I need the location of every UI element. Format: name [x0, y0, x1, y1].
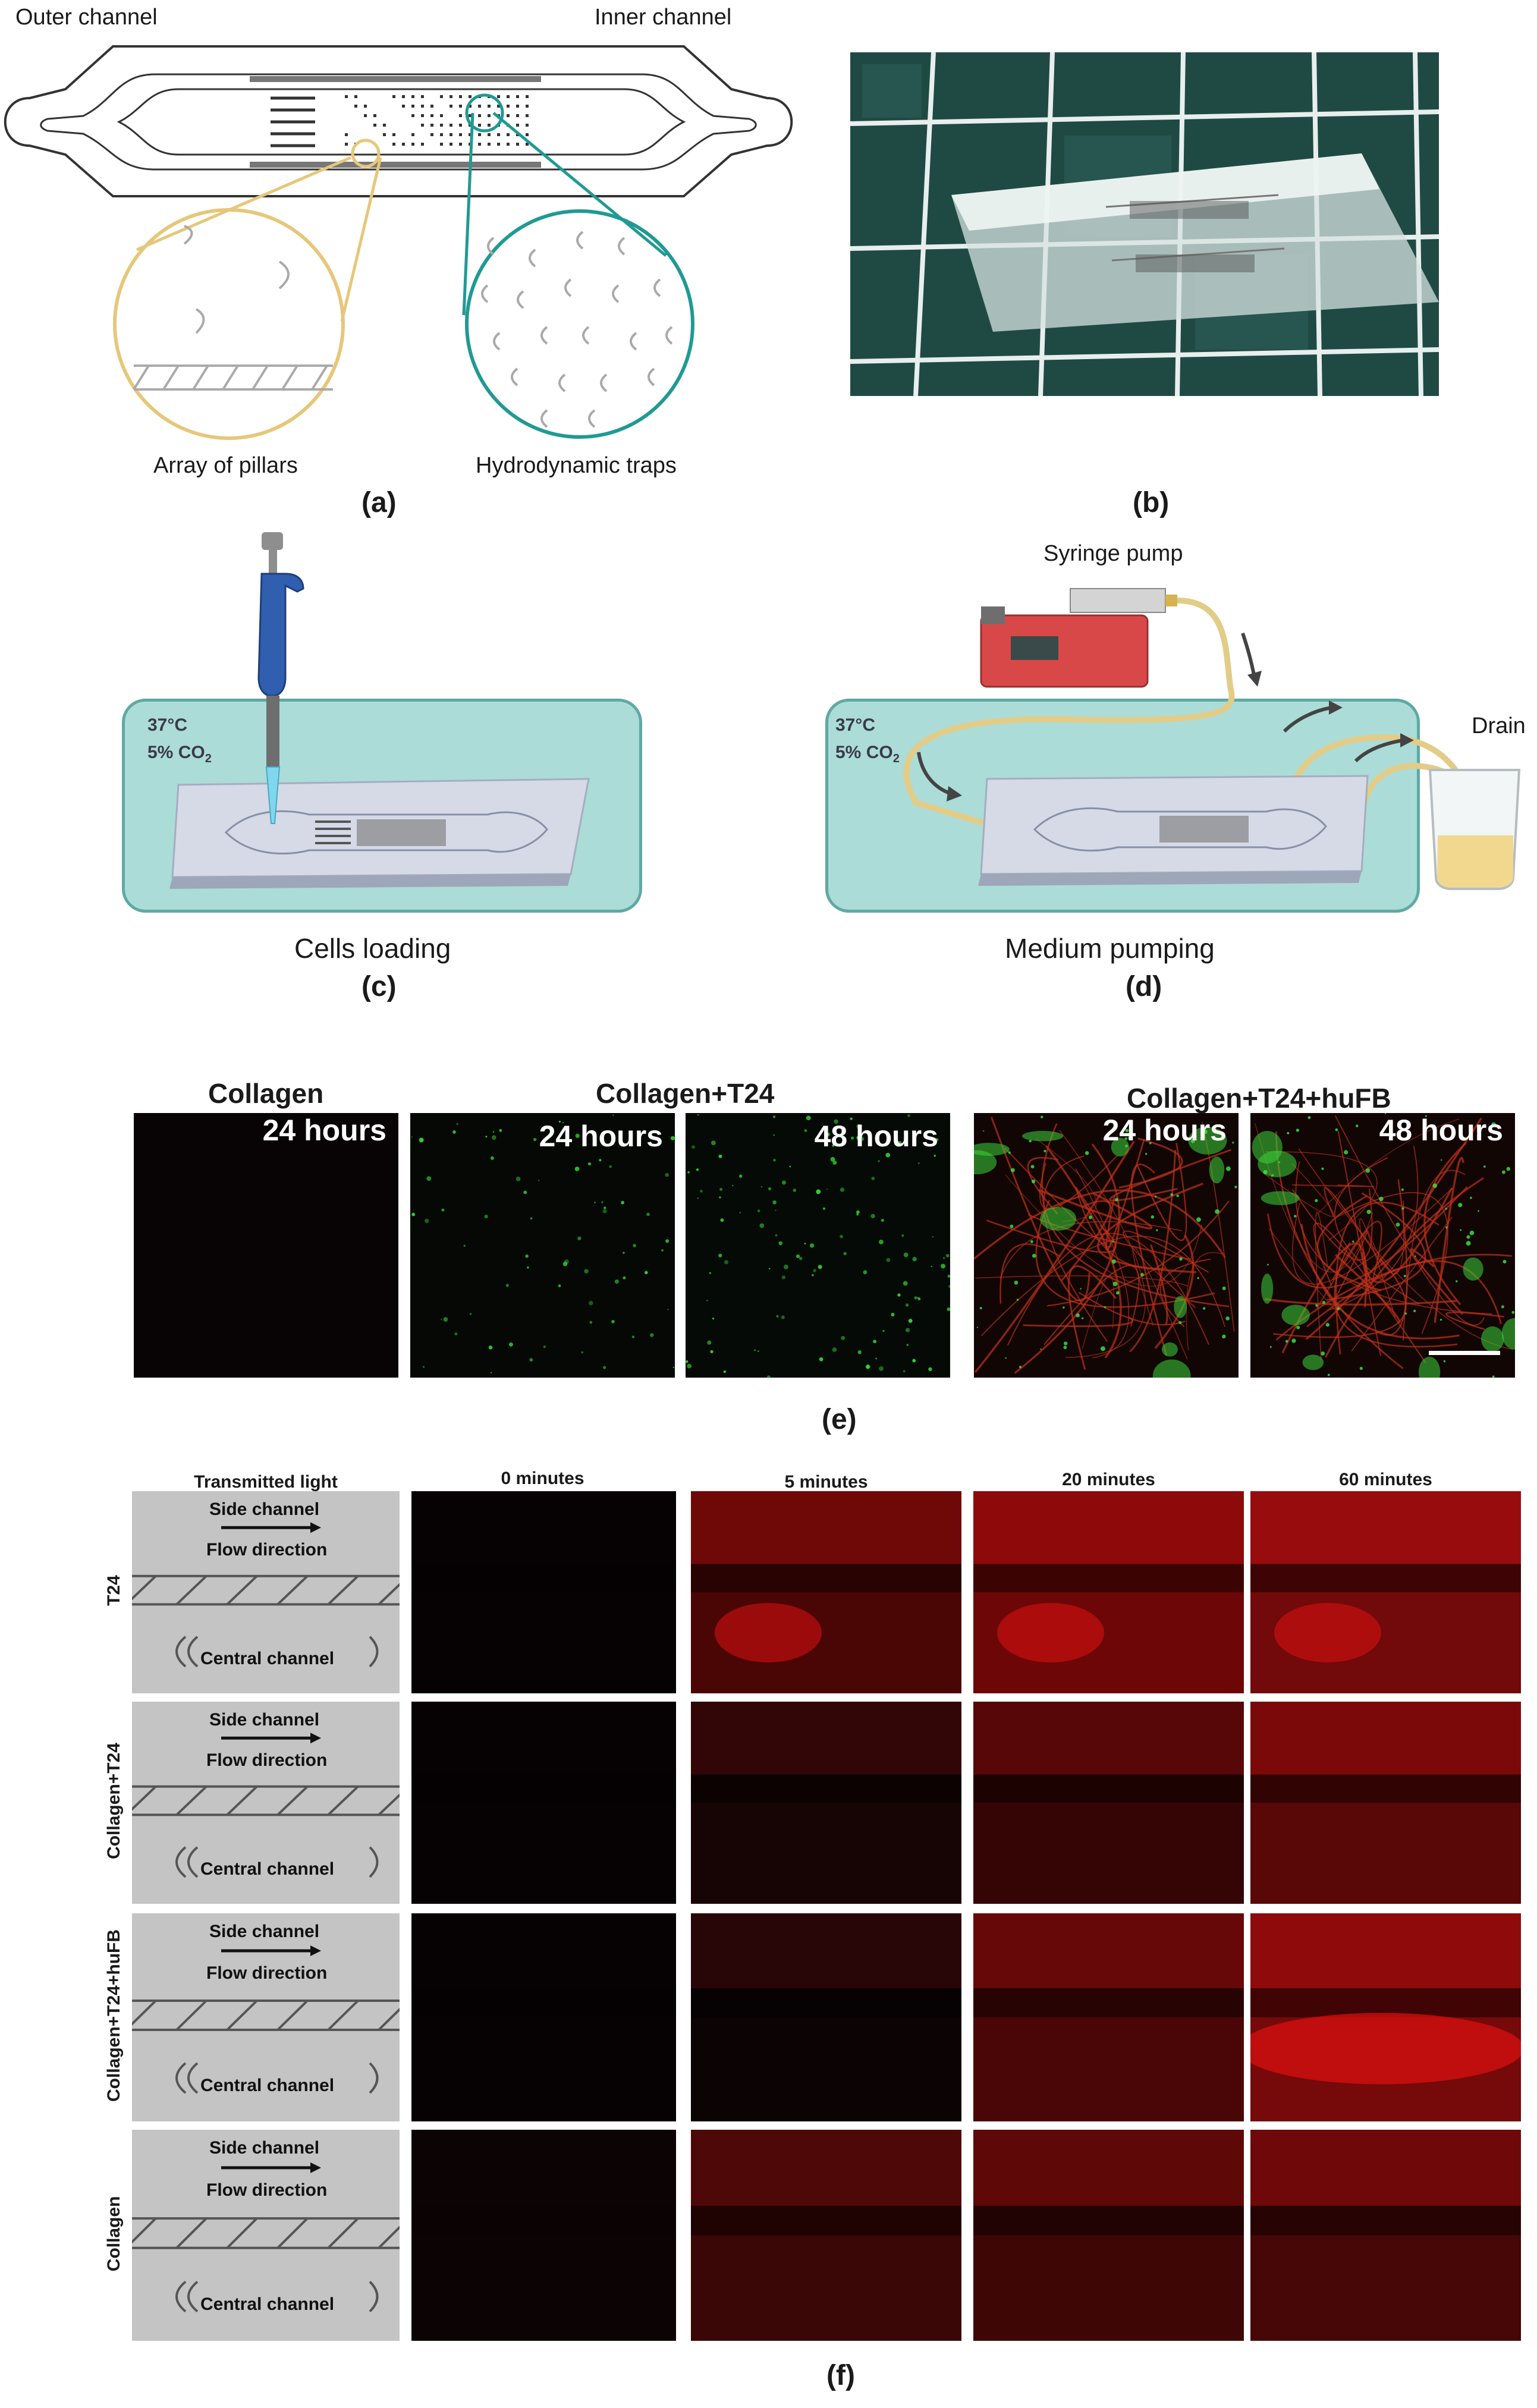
f-fluor-row-2-col-1	[411, 1913, 676, 2121]
chip-outer-outline	[4, 45, 793, 197]
f-fluor-row-3-col-3	[973, 2130, 1244, 2341]
e-t24-24h: 24 hours	[410, 1113, 675, 1378]
outer-channel-path	[40, 73, 757, 171]
e-t24-48h: 48 hours	[686, 1113, 950, 1378]
array-of-pillars-label: Array of pillars	[153, 453, 298, 478]
co2-label-c: 5% CO2	[147, 743, 212, 765]
header-5-minutes: 5 minutes	[784, 1472, 868, 1492]
pillar-zoom-content	[133, 225, 333, 391]
f-fluor-row-1-col-4	[1250, 1702, 1521, 1904]
row-label-1: Collagen+T24	[104, 1743, 124, 1859]
group-collagen-t24-hufb-header: Collagen+T24+huFB	[1127, 1083, 1391, 1114]
side-channel-label: Side channel	[209, 2138, 320, 2158]
temp-label-c: 37°C	[147, 715, 188, 735]
f-fluor-row-2-col-4	[1250, 1913, 1521, 2121]
temp-label-d: 37°C	[835, 715, 876, 735]
pump-setup-drawing	[903, 588, 1521, 890]
inner-channel-label: Inner channel	[595, 5, 732, 30]
panel-f-label: (f)	[826, 2360, 855, 2391]
side-channel-label: Side channel	[209, 1709, 320, 1730]
f-fluor-row-1-col-2	[691, 1702, 961, 1904]
header-transmitted-light: Transmitted light	[194, 1472, 338, 1492]
header-20-minutes: 20 minutes	[1062, 1470, 1155, 1489]
chip-schematic	[4, 45, 793, 440]
chip-photo	[850, 52, 1439, 396]
f-fluor-row-0-col-1	[411, 1491, 676, 1693]
central-channel-label: Central channel	[200, 2076, 335, 2095]
panel-c-label: (c)	[362, 971, 397, 1002]
group-collagen-t24-header: Collagen+T24	[596, 1078, 775, 1109]
central-channel-label: Central channel	[200, 1649, 335, 1669]
pipette-drawing	[169, 532, 590, 889]
f-fluor-row-3-col-4	[1250, 2130, 1521, 2341]
row-label-0: T24	[104, 1575, 124, 1606]
side-channel-label: Side channel	[209, 1499, 320, 1519]
e-hufb-24h: 24 hours	[974, 1113, 1239, 1378]
drain-label: Drain	[1472, 713, 1526, 738]
panel-d-label: (d)	[1126, 971, 1162, 1002]
f-fluor-row-0-col-4	[1250, 1491, 1521, 1693]
pillar-strip-top	[250, 76, 541, 82]
header-0-minutes: 0 minutes	[501, 1469, 584, 1488]
central-channel-label: Central channel	[200, 1859, 335, 1879]
panel-e-label: (e)	[822, 1404, 857, 1435]
syringe-pump-label: Syringe pump	[1043, 541, 1183, 566]
f-tl-row-1: Side channel Flow direction Central chan…	[132, 1702, 400, 1904]
scale-bar-e	[1429, 1351, 1500, 1355]
medium-pumping-caption: Medium pumping	[1005, 933, 1215, 964]
f-fluor-row-3-col-1	[411, 2130, 676, 2341]
flow-direction-label: Flow direction	[206, 2180, 328, 2200]
central-channel-label: Central channel	[200, 2294, 335, 2314]
panel-b-label: (b)	[1133, 487, 1170, 518]
f-fluor-row-0-col-2	[691, 1491, 961, 1693]
panel-a-label: (a)	[362, 487, 397, 518]
outer-channel-label: Outer channel	[15, 5, 158, 30]
f-fluor-row-3-col-2	[691, 2130, 961, 2341]
f-fluor-row-0-col-3	[973, 1491, 1244, 1693]
trap-zoom-circle	[465, 209, 694, 439]
f-fluor-row-1-col-3	[973, 1702, 1244, 1904]
cells-loading-caption: Cells loading	[294, 933, 451, 964]
row-label-2: Collagen+T24+huFB	[104, 1929, 124, 2102]
flow-direction-label: Flow direction	[206, 1963, 328, 1983]
e-hufb-48h: 48 hours	[1250, 1113, 1515, 1378]
f-tl-row-0: Side channel Flow direction Central chan…	[132, 1491, 400, 1693]
f-fluor-row-1-col-1	[411, 1702, 676, 1904]
flow-direction-label: Flow direction	[206, 1539, 328, 1560]
co2-label-d: 5% CO2	[835, 743, 900, 765]
f-fluor-row-2-col-3	[973, 1913, 1244, 2121]
chip-lines	[271, 96, 315, 147]
f-tl-row-3: Side channel Flow direction Central chan…	[132, 2130, 400, 2341]
e-collagen-24h: 24 hours	[134, 1113, 398, 1378]
pillar-strip-bottom	[250, 162, 541, 168]
inner-channel-path	[117, 88, 686, 156]
group-collagen-header: Collagen	[208, 1078, 324, 1109]
row-label-3: Collagen	[104, 2196, 124, 2271]
f-tl-row-2: Side channel Flow direction Central chan…	[132, 1913, 400, 2121]
side-channel-label: Side channel	[209, 1922, 320, 1941]
f-fluor-row-2-col-2	[691, 1913, 961, 2121]
trap-zoom-content	[481, 231, 673, 428]
hydrodynamic-traps-label: Hydrodynamic traps	[476, 453, 677, 478]
header-60-minutes: 60 minutes	[1339, 1470, 1432, 1489]
flow-direction-label: Flow direction	[206, 1750, 328, 1770]
